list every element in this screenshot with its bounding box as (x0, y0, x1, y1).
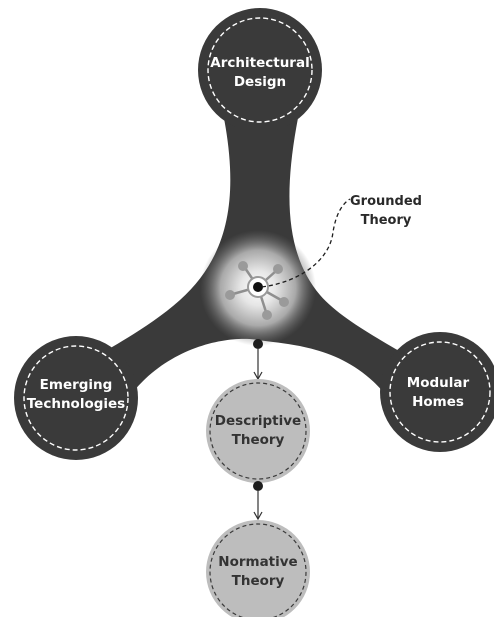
node-architectural-design-label-1: Architectural (210, 55, 309, 71)
node-modular-homes-label-1: Modular (407, 375, 470, 391)
connector-to-normative (253, 481, 263, 521)
node-emerging-technologies-label-2: Technologies (27, 396, 125, 412)
node-architectural-design-label-2: Design (234, 74, 286, 90)
callout-label-2: Theory (361, 213, 412, 228)
node-modular-homes-label-2: Homes (412, 394, 464, 410)
callout-dashed-leader (261, 198, 351, 288)
node-normative-theory-label-1: Normative (218, 554, 297, 570)
connector-to-descriptive (253, 339, 263, 381)
node-normative-theory: Normative Theory (206, 520, 310, 617)
node-modular-homes: Modular Homes (380, 332, 494, 452)
network-hub-icon (225, 261, 289, 320)
node-descriptive-theory-label-2: Theory (232, 432, 285, 448)
node-descriptive-theory: Descriptive Theory (206, 379, 310, 483)
node-emerging-technologies: Emerging Technologies (14, 336, 138, 460)
node-descriptive-theory-label-1: Descriptive (215, 413, 301, 429)
node-architectural-design: Architectural Design (198, 8, 322, 132)
node-normative-theory-label-2: Theory (232, 573, 285, 589)
callout-label-1: Grounded (350, 194, 422, 209)
grounded-theory-callout: Grounded Theory (261, 194, 422, 288)
node-emerging-technologies-label-1: Emerging (40, 377, 113, 393)
